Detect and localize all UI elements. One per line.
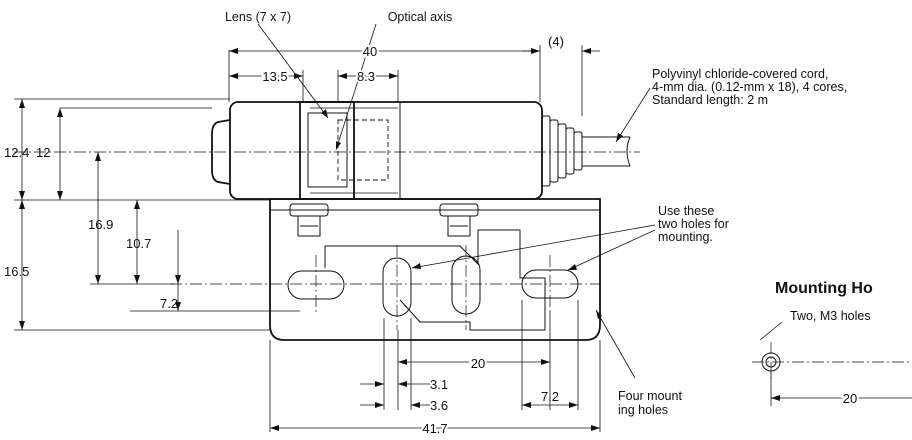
use-holes-note-line2: two holes for	[658, 217, 729, 231]
leader-lines	[257, 23, 656, 379]
dim-7-2-left: 7.2	[160, 296, 178, 311]
dim-20-mount: 20	[843, 391, 857, 406]
dim-13-5: 13.5	[262, 69, 287, 84]
extension-lines	[14, 45, 601, 432]
mounting-holes-view	[752, 321, 912, 406]
dim-20: 20	[471, 356, 485, 371]
cord-note-line1: Polyvinyl chloride-covered cord,	[652, 67, 828, 81]
dim-12-4: 12.4	[4, 145, 29, 160]
mounting-holes-heading: Mounting Ho	[775, 280, 873, 297]
dim-8-3: 8.3	[357, 69, 375, 84]
dimension-lines	[19, 48, 600, 431]
dim-4: (4)	[548, 34, 564, 49]
dim-40: 40	[363, 44, 377, 59]
cord-note-line2: 4-mm dia. (0.12-mm x 18), 4 cores,	[652, 80, 847, 94]
use-holes-note-line1: Use these	[658, 204, 714, 218]
dim-16-9: 16.9	[88, 217, 113, 232]
dim-7-2-bottom: 7.2	[541, 389, 559, 404]
m3-holes-label: Two, M3 holes	[790, 309, 871, 323]
center-lines	[14, 151, 640, 330]
cord-strain-relief	[541, 115, 631, 187]
sensor-body	[211, 101, 543, 200]
use-holes-note-line3: mounting.	[658, 230, 713, 244]
dim-3-6: 3.6	[430, 398, 448, 413]
dim-41-7: 41.7	[422, 421, 447, 436]
lens-label: Lens (7 x 7)	[225, 10, 291, 24]
dim-10-7: 10.7	[126, 236, 151, 251]
four-holes-note-line1: Four mount	[618, 389, 682, 403]
optical-axis-label: Optical axis	[388, 10, 453, 24]
mounting-bracket	[269, 198, 601, 341]
dim-16-5: 16.5	[4, 264, 29, 279]
cord-note-line3: Standard length: 2 m	[652, 93, 768, 107]
dim-3-1: 3.1	[430, 377, 448, 392]
four-holes-note-line2: ing holes	[618, 403, 668, 417]
dim-12: 12	[36, 145, 50, 160]
